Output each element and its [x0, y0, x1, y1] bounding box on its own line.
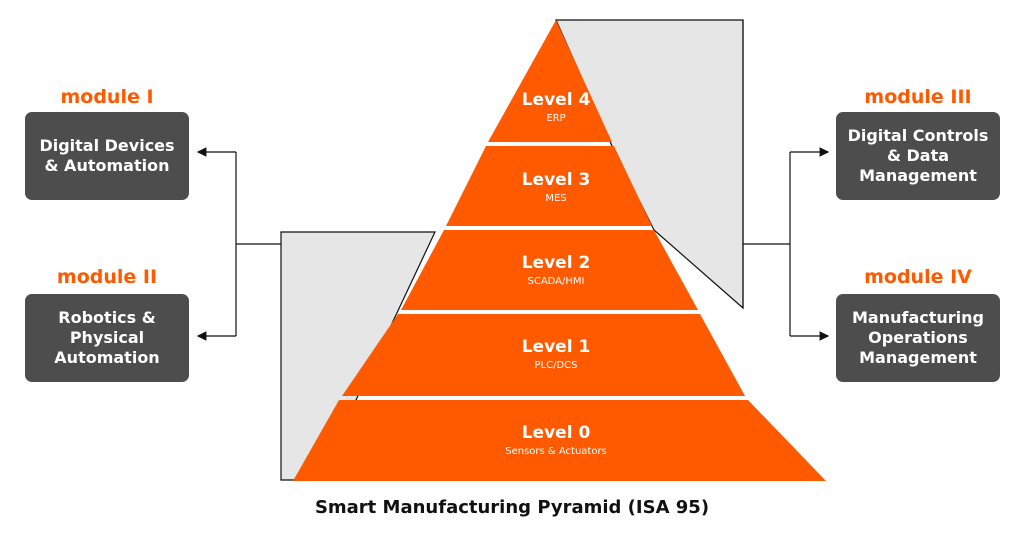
level-0-band — [293, 400, 826, 481]
level-1-title: Level 1 — [521, 337, 591, 357]
module-2-title: module II — [56, 266, 158, 288]
level-3-title: Level 3 — [521, 170, 591, 190]
level-2-title: Level 2 — [521, 253, 591, 273]
module-3-label: Digital Controls & Data Management — [847, 126, 989, 185]
module-4-label: Manufacturing Operations Management — [852, 308, 984, 367]
level-3-subtitle: MES — [545, 193, 567, 204]
module-2-box: Robotics & Physical Automation — [25, 294, 189, 382]
level-4-title: Level 4 — [521, 90, 591, 110]
module-4-title: module IV — [864, 266, 972, 288]
level-3-band — [446, 146, 652, 226]
level-1-band — [342, 314, 745, 396]
level-4-band — [488, 20, 612, 142]
module-1-title: module I — [60, 86, 154, 108]
level-2-subtitle: SCADA/HMI — [527, 276, 585, 287]
level-1-subtitle: PLC/DCS — [534, 360, 578, 371]
level-0-subtitle: Sensors & Actuators — [505, 446, 607, 457]
level-0-title: Level 0 — [521, 423, 591, 443]
module-2-label: Robotics & Physical Automation — [54, 308, 160, 367]
module-1-box: Digital Devices & Automation — [25, 112, 189, 200]
right-connector — [743, 147, 830, 341]
left-connector — [196, 147, 281, 341]
module-4-box: Manufacturing Operations Management — [836, 294, 1000, 382]
module-1-label: Digital Devices & Automation — [39, 136, 175, 175]
level-4-subtitle: ERP — [546, 113, 566, 124]
diagram-caption: Smart Manufacturing Pyramid (ISA 95) — [314, 497, 710, 518]
module-3-box: Digital Controls & Data Management — [836, 112, 1000, 200]
level-2-band — [401, 230, 698, 310]
module-3-title: module III — [864, 86, 972, 108]
